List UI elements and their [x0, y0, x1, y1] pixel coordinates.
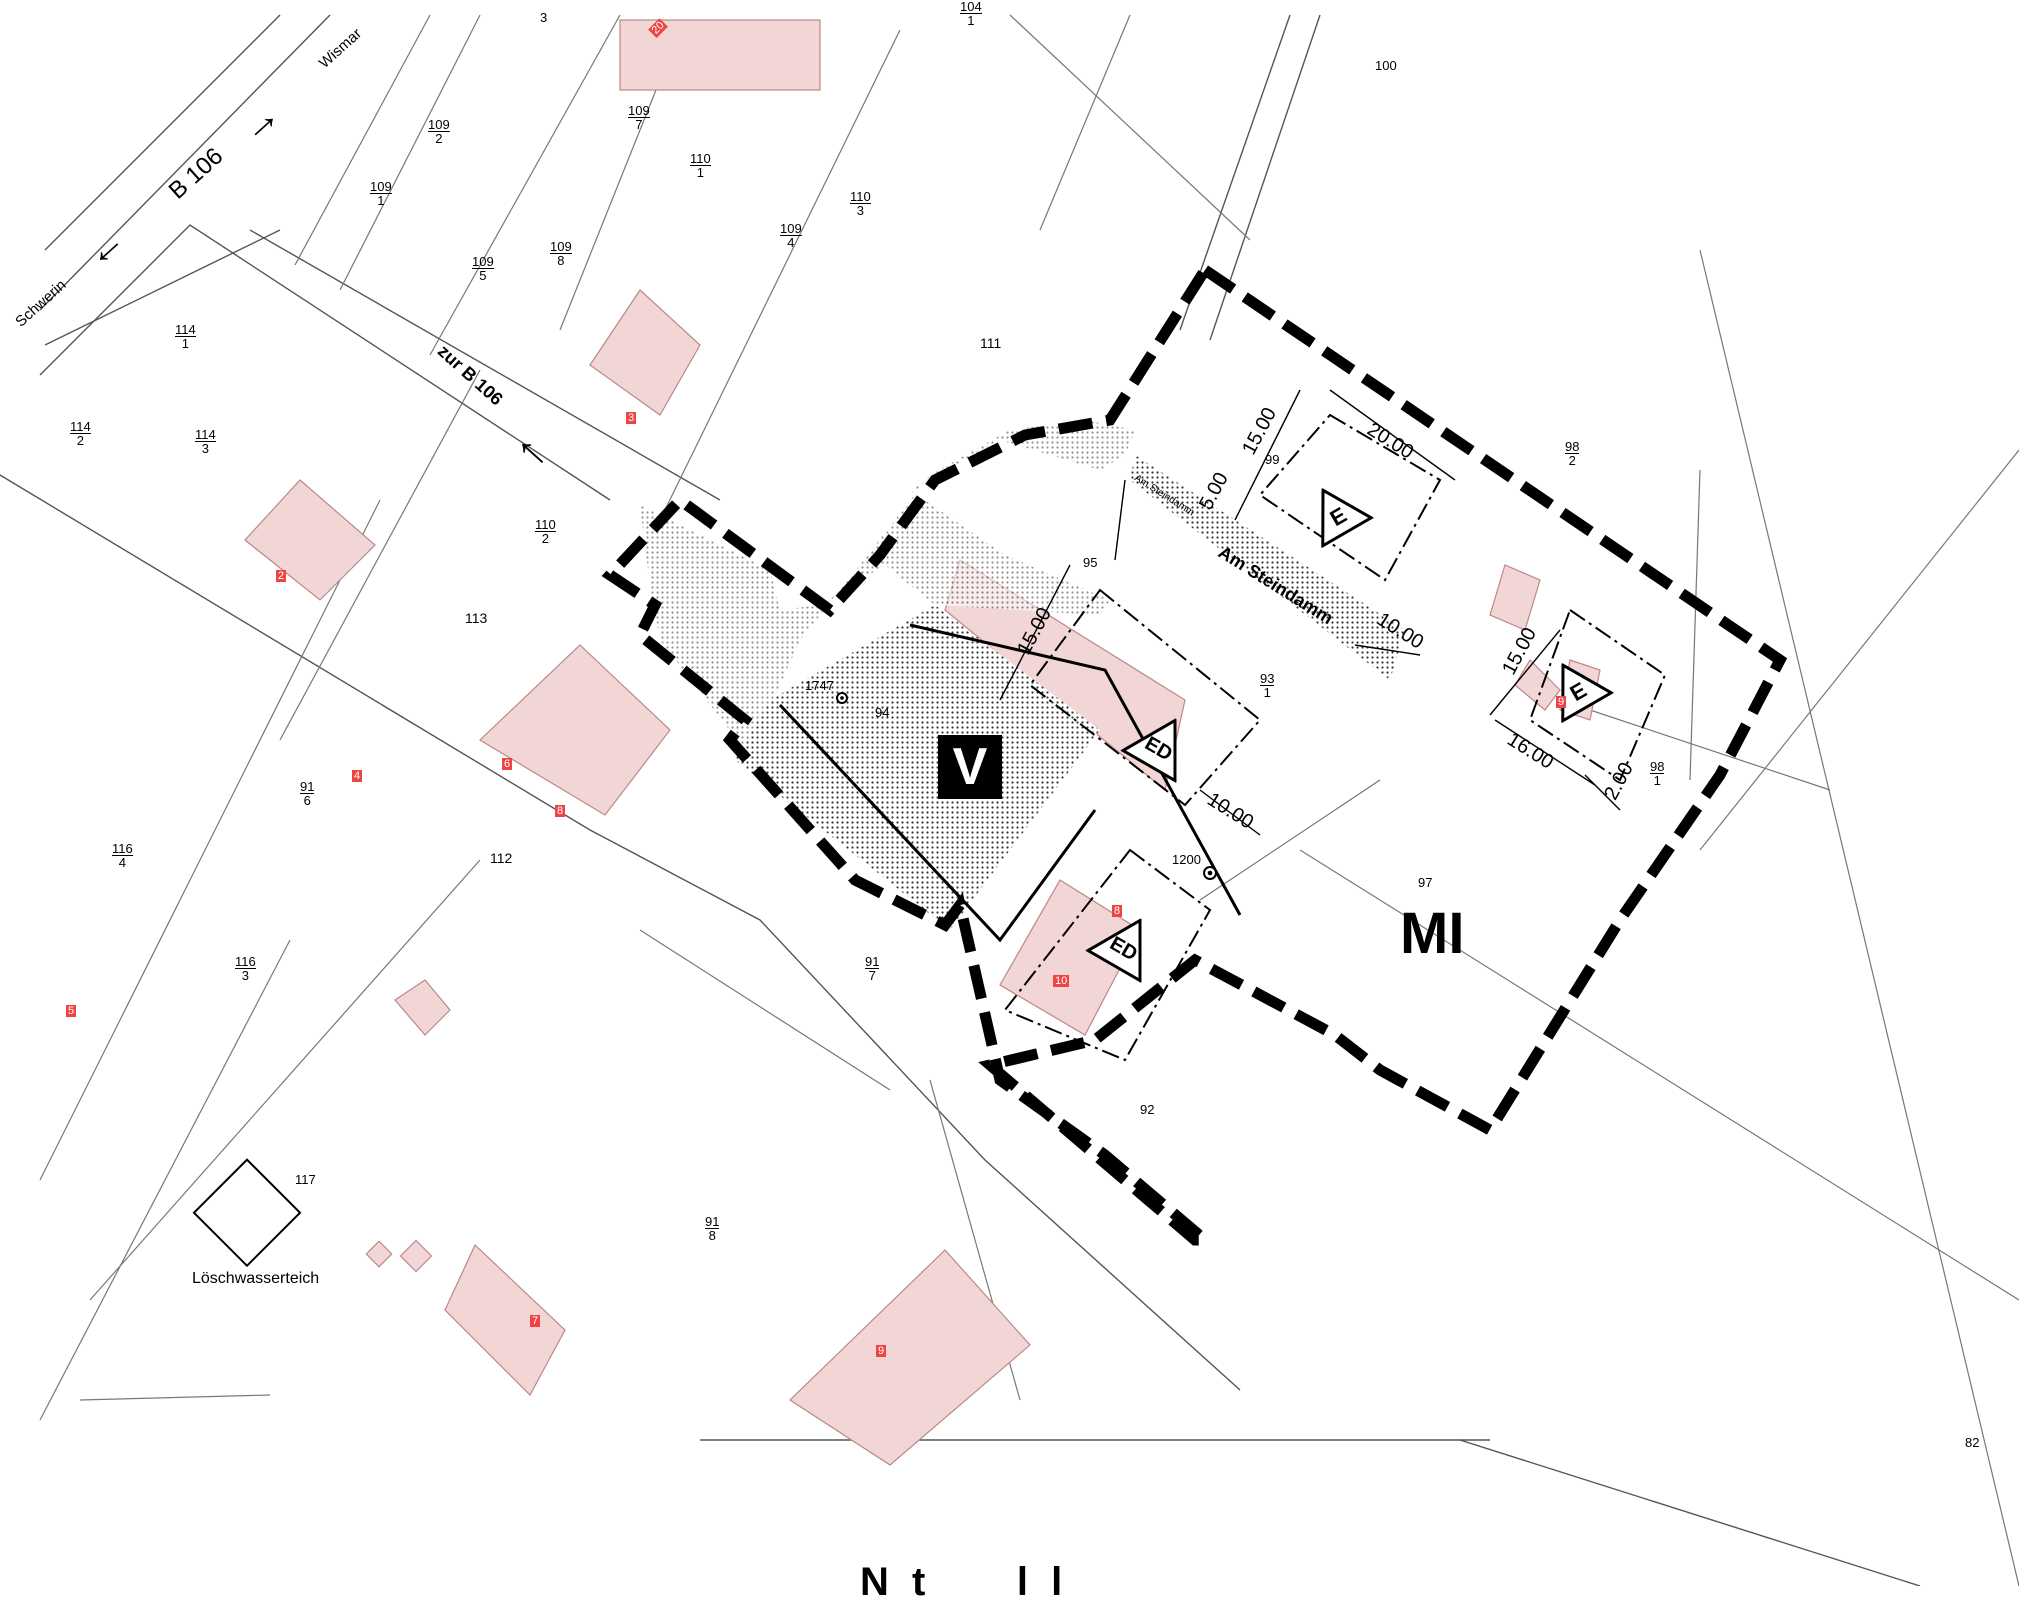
- zone-e-triangle-2: E: [1536, 648, 1615, 724]
- pond-label: Löschwasserteich: [192, 1270, 320, 1287]
- parcel-100: 100: [1375, 58, 1397, 73]
- road-label-b106: B 106: [163, 142, 229, 205]
- house-number-8b: 8: [1112, 905, 1123, 917]
- road-label-zur-b106: zur B 106: [433, 340, 507, 410]
- survey-point-1200: [1203, 866, 1217, 880]
- road-label-am-steindamm-small: Am Steindamm: [1132, 472, 1197, 519]
- footer-partial-text: N t l l: [860, 1560, 1069, 1604]
- zone-e-triangle-1: E: [1296, 473, 1375, 549]
- survey-point-1747: [836, 692, 848, 704]
- arrow-to-schwerin: ←: [75, 217, 135, 277]
- zone-ed-triangle-1: ED: [1120, 703, 1203, 784]
- road-network: [0, 14, 1921, 1586]
- parcel-113: 113: [465, 610, 488, 626]
- house-number-10: 10: [1053, 975, 1070, 987]
- dim-15c: 15.00: [1498, 623, 1542, 679]
- parcel-117: 117: [295, 1172, 316, 1187]
- house-number-9: 9: [1556, 696, 1567, 708]
- house-number-2: 2: [276, 570, 287, 582]
- parcel-82: 82: [1965, 1435, 1980, 1450]
- parcel-111: 111: [980, 335, 1002, 351]
- zone-label-mi: MI: [1400, 901, 1465, 966]
- house-number-7: 7: [530, 1315, 541, 1327]
- dim-15a: 15.00: [1238, 403, 1282, 459]
- building-envelopes: [1003, 413, 1667, 1062]
- dim-5: 5.00: [1195, 468, 1233, 514]
- parcel-lines: [39, 14, 2019, 1586]
- zone-ed-triangle-2: ED: [1085, 903, 1168, 984]
- road-label-am-steindamm: Am Steindamm: [1214, 541, 1337, 629]
- house-number-4: 4: [352, 770, 363, 782]
- zone-label-v: V: [938, 735, 1002, 799]
- arrow-to-wismar: →: [230, 92, 290, 152]
- house-number-8: 8: [555, 805, 566, 817]
- house-number-6: 6: [502, 758, 513, 770]
- dim-20: 20.00: [1363, 418, 1418, 464]
- parcel-95: 95: [1083, 555, 1098, 570]
- parcel-92: 92: [1140, 1102, 1155, 1117]
- dim-2: 2.00: [1600, 758, 1638, 804]
- traffic-area-v: [640, 420, 1405, 930]
- dim-10a: 10.00: [1373, 608, 1428, 654]
- house-number-5: 5: [66, 1005, 77, 1017]
- plan-boundary: [601, 262, 1788, 1246]
- parcel-112: 112: [490, 850, 513, 866]
- house-number-3: 3: [626, 412, 637, 424]
- dim-16: 16.00: [1503, 728, 1558, 774]
- house-number-20: 20: [648, 18, 669, 38]
- dim-15b: 15.00: [1013, 603, 1057, 659]
- road-label-wismar: Wismar: [315, 25, 365, 72]
- parcel-97: 97: [1418, 875, 1433, 890]
- house-number-9b: 9: [876, 1345, 887, 1357]
- parcel-1200: 1200: [1172, 852, 1201, 867]
- road-label-schwerin: Schwerin: [12, 276, 70, 331]
- dim-10b: 10.00: [1203, 788, 1258, 834]
- fire-water-pond: [192, 1158, 302, 1268]
- parcel-1747: 1747: [805, 678, 834, 693]
- arrow-to-b106: ←: [503, 412, 573, 482]
- parcel-94: 94: [875, 705, 890, 720]
- parcel-3: 3: [540, 10, 548, 25]
- parcel-99: 99: [1265, 452, 1280, 467]
- dimension-lines: [999, 389, 1621, 836]
